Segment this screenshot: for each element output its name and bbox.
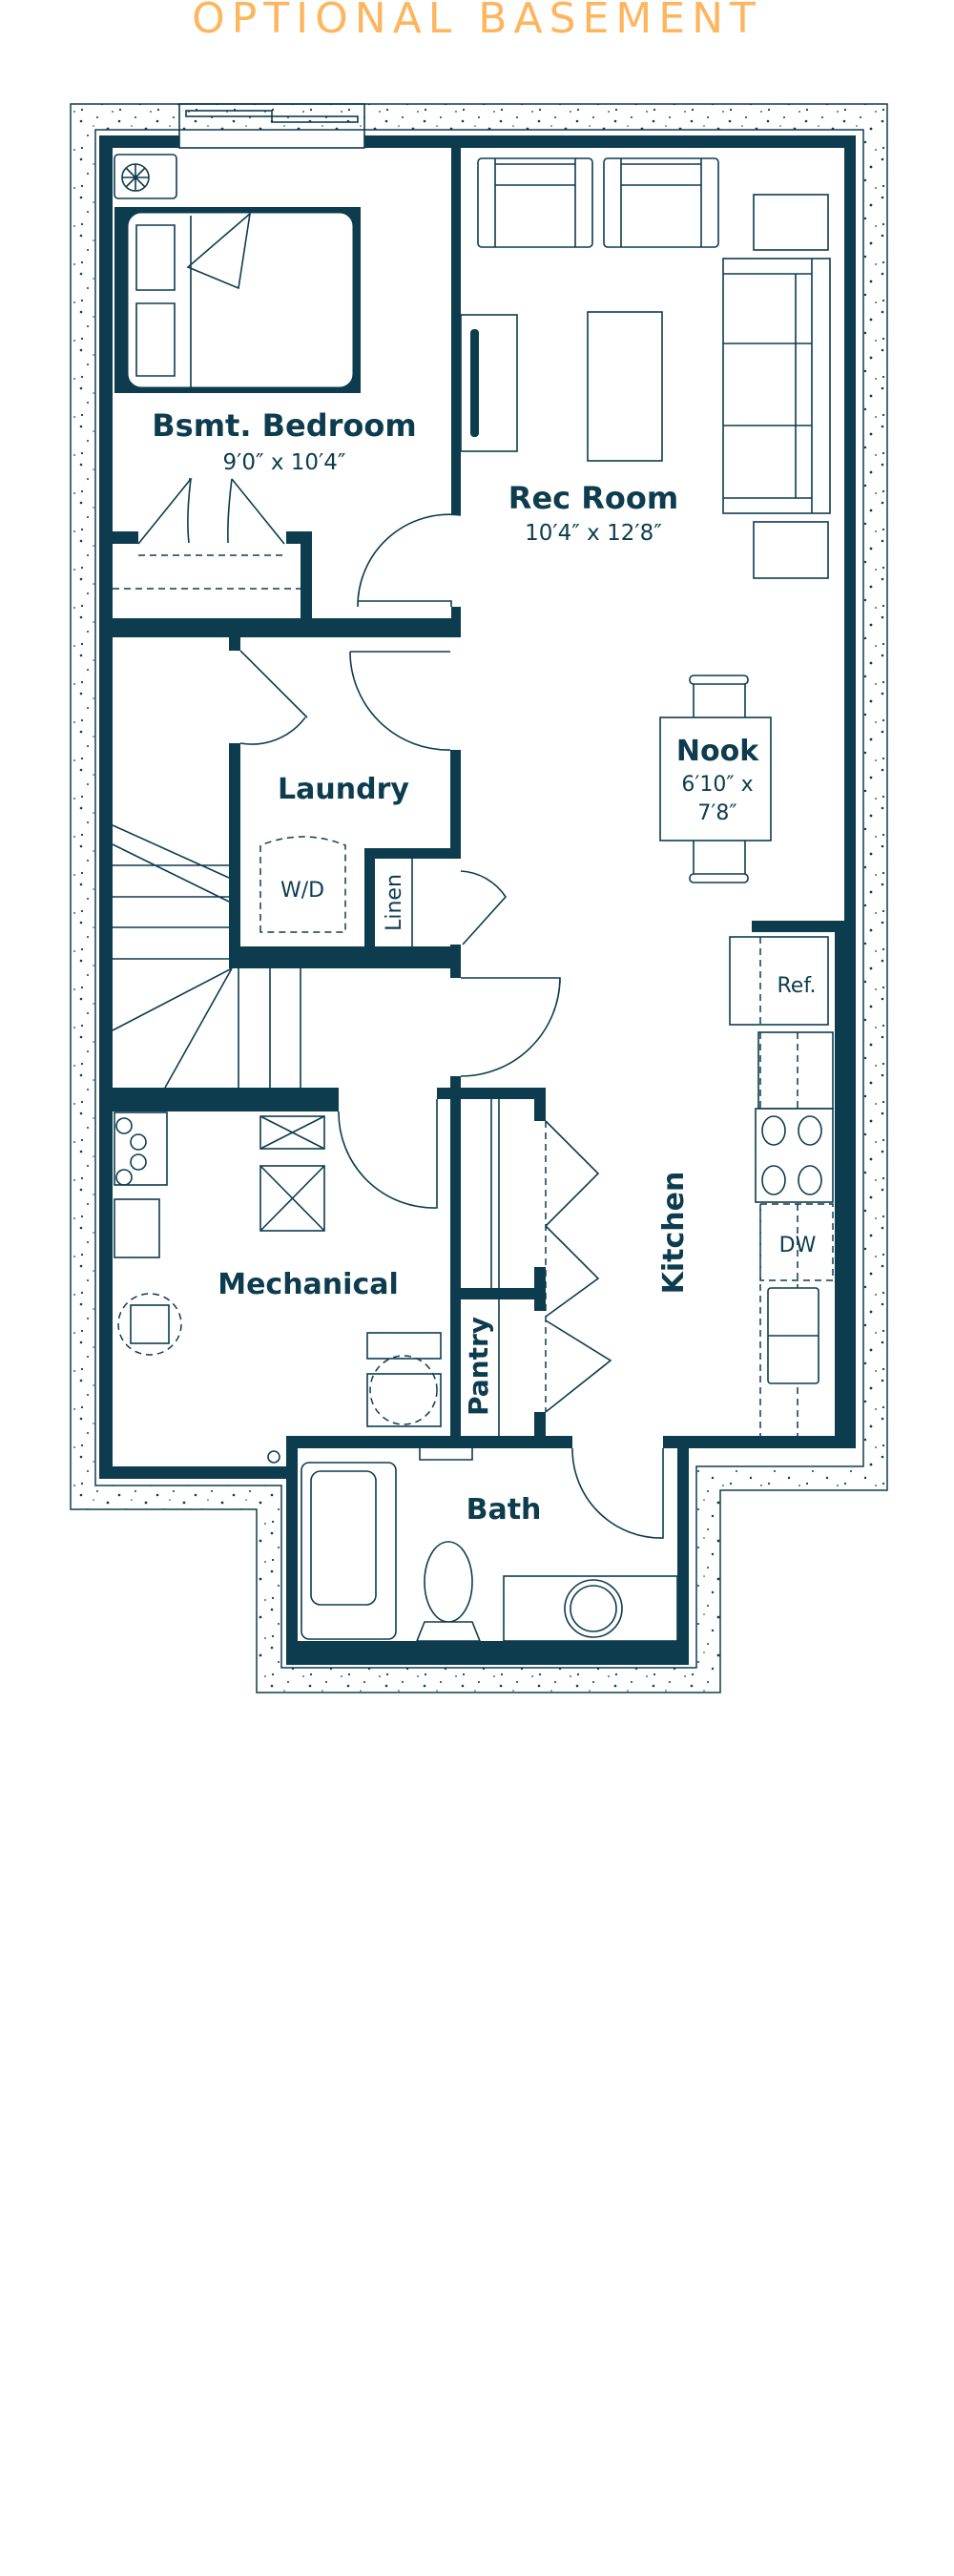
walls [99,135,856,1665]
room-dims-bedroom: 9′0″ x 10′4″ [222,450,345,475]
stove [755,1108,834,1203]
toilet [424,1541,473,1623]
room-label-mechanical: Mechanical [218,1268,399,1301]
room-label-bedroom: Bsmt. Bedroom [152,407,416,444]
laundry-fixtures [112,650,561,1089]
window [178,103,365,149]
fixture-label-ref: Ref. [778,974,817,998]
refrigerator [729,936,829,1026]
room-label-rec-room: Rec Room [508,480,678,516]
room-dims-nook-2: 7′8″ [697,801,736,825]
plan-title: OPTIONAL BASEMENT [192,0,762,43]
coffee-table [587,311,663,462]
room-label-pantry: Pantry [463,1317,494,1416]
nook-table [659,675,772,883]
room-label-kitchen: Kitchen [657,1172,691,1295]
room-dims-rec-room: 10′4″ x 12′8″ [525,521,662,546]
room-label-laundry: Laundry [278,773,409,806]
room-label-nook: Nook [676,735,759,768]
mechanical-fixtures [114,1099,442,1464]
room-label-linen: Linen [383,874,406,931]
fixture-label-wd: W/D [280,879,324,903]
tv-stand [460,314,518,452]
room-dims-nook-1: 6′10″ x [681,773,753,797]
bathtub [301,1462,397,1640]
bath-fixtures [301,1447,678,1642]
foundation-wall [70,103,888,1693]
fixture-label-dw: DW [779,1234,817,1257]
kitchen-fixtures [490,936,834,1436]
bedroom-furniture [113,154,462,608]
dishwasher [759,1203,834,1281]
room-label-bath: Bath [467,1493,542,1527]
rec-room-furniture [460,157,831,579]
fan-unit [114,154,177,199]
vanity [503,1575,678,1642]
